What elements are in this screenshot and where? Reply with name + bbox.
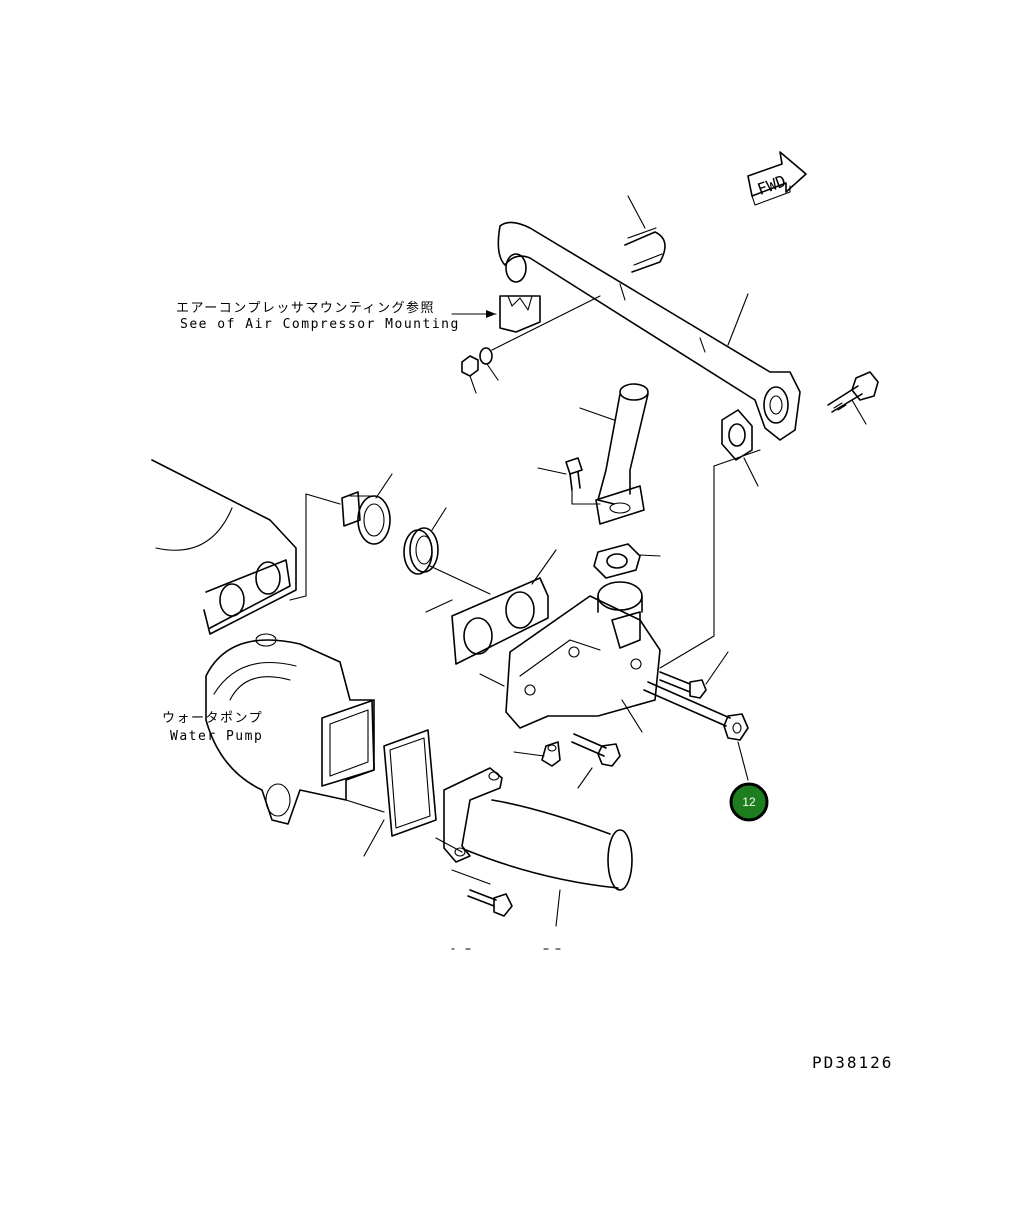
nut — [461, 355, 479, 377]
drawing-number: PD38126 — [812, 1053, 893, 1072]
housing-gasket — [451, 577, 549, 665]
outlet-pipe — [443, 767, 633, 891]
elbow-gasket — [593, 543, 641, 579]
callout-12[interactable]: 12 — [729, 782, 769, 822]
elbow-pipe — [595, 383, 649, 525]
air-compressor-label-jp: エアーコンプレッサマウンティング参照 — [176, 300, 435, 316]
pump-gasket — [383, 729, 437, 837]
water-pump-label-en: Water Pump — [170, 729, 263, 744]
air-compressor-label-en: See of Air Compressor Mounting — [180, 317, 460, 332]
bracket — [499, 295, 541, 333]
housing-bolt-long — [643, 681, 749, 741]
thermostat-housing — [505, 581, 661, 729]
elbow-bolt — [565, 457, 583, 491]
water-pump-label-jp: ウォータポンプ — [162, 711, 263, 726]
outlet-bolt — [571, 733, 621, 767]
water-tube-upper — [497, 221, 801, 441]
cylinder-head — [151, 459, 297, 635]
housing-bolt-small — [659, 671, 707, 699]
pipe-bolt — [467, 889, 513, 917]
thermostat — [341, 491, 391, 545]
seal-ring — [403, 527, 439, 575]
u-bolt — [624, 227, 666, 273]
pipe-gasket — [721, 409, 753, 461]
water-pump — [205, 633, 375, 825]
washer — [479, 347, 493, 365]
flange-bolt — [827, 371, 879, 413]
callout-12-number: 12 — [742, 795, 756, 809]
drain-fitting — [541, 741, 561, 767]
forward-arrow-icon: FWD — [747, 151, 807, 206]
